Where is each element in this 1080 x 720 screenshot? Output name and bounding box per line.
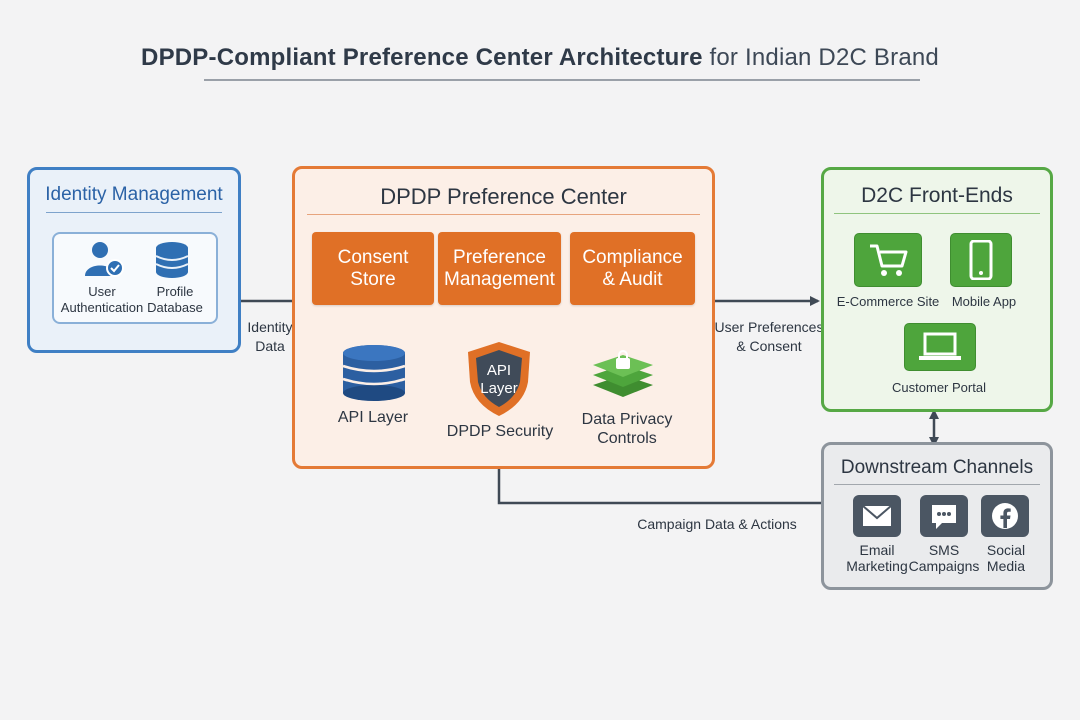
- portal-label: Customer Portal: [892, 380, 986, 395]
- data-privacy-label: Data Privacy Controls: [581, 411, 673, 447]
- profile-db-label: Profile Database: [147, 284, 203, 315]
- frontends-title-rule: [834, 213, 1040, 214]
- downstream-panel: Downstream Channels Email Marketing SMS …: [821, 442, 1053, 590]
- facebook-icon: [992, 503, 1018, 529]
- title-bold: DPDP-Compliant Preference Center Archite…: [141, 44, 703, 71]
- dpdp-security-label: DPDP Security: [446, 423, 554, 440]
- compliance-audit-box: Compliance & Audit: [570, 232, 695, 305]
- user-auth-label: User Authentication: [60, 284, 144, 315]
- ecommerce-label: E-Commerce Site: [836, 294, 940, 309]
- shield-icon: [468, 342, 530, 416]
- identity-management-panel: Identity Management User Authentication …: [27, 167, 241, 353]
- envelope-icon: [862, 505, 892, 526]
- identity-inner-box: User Authentication Profile Database: [52, 232, 218, 324]
- frontends-title: D2C Front-Ends: [861, 184, 1013, 207]
- mobile-label: Mobile App: [951, 294, 1017, 309]
- shield-text: API Layer: [480, 362, 518, 397]
- identity-data-label: Identity Data: [247, 319, 293, 354]
- social-label: Social Media: [986, 542, 1026, 574]
- consent-store-box: Consent Store: [312, 232, 434, 305]
- identity-title: Identity Management: [45, 184, 223, 205]
- downstream-title: Downstream Channels: [840, 457, 1034, 478]
- preference-center-panel: DPDP Preference Center Consent Store Pre…: [292, 166, 715, 469]
- smartphone-icon: [969, 240, 993, 280]
- sms-tile: [920, 495, 968, 537]
- sms-label: SMS Campaigns: [908, 542, 980, 574]
- profile-database-icon: [155, 242, 189, 278]
- data-privacy-icon: [593, 350, 653, 397]
- ecommerce-tile: [854, 233, 922, 287]
- downstream-title-rule: [834, 484, 1040, 485]
- chat-bubble-icon: [932, 505, 956, 529]
- shopping-cart-icon: [870, 244, 908, 276]
- center-title-rule: [307, 214, 700, 215]
- email-tile: [853, 495, 901, 537]
- frontends-panel: D2C Front-Ends E-Commerce Site Mobile Ap…: [821, 167, 1053, 412]
- social-tile: [981, 495, 1029, 537]
- diagram-title: DPDP-Compliant Preference Center Archite…: [0, 44, 1080, 72]
- laptop-icon: [919, 332, 961, 360]
- identity-title-rule: [46, 212, 222, 213]
- user-auth-icon: [85, 242, 124, 277]
- campaign-data-label: Campaign Data & Actions: [637, 516, 797, 532]
- api-layer-label: API Layer: [337, 409, 409, 426]
- center-title: DPDP Preference Center: [380, 184, 627, 209]
- portal-tile: [904, 323, 976, 371]
- title-underline: [204, 79, 920, 81]
- mobile-tile: [950, 233, 1012, 287]
- api-database-icon: [342, 345, 406, 401]
- title-rest: for Indian D2C Brand: [709, 44, 939, 71]
- preference-management-box: Preference Management: [438, 232, 561, 305]
- email-label: Email Marketing: [846, 542, 908, 574]
- user-preferences-label: User Preferences & Consent: [714, 319, 824, 354]
